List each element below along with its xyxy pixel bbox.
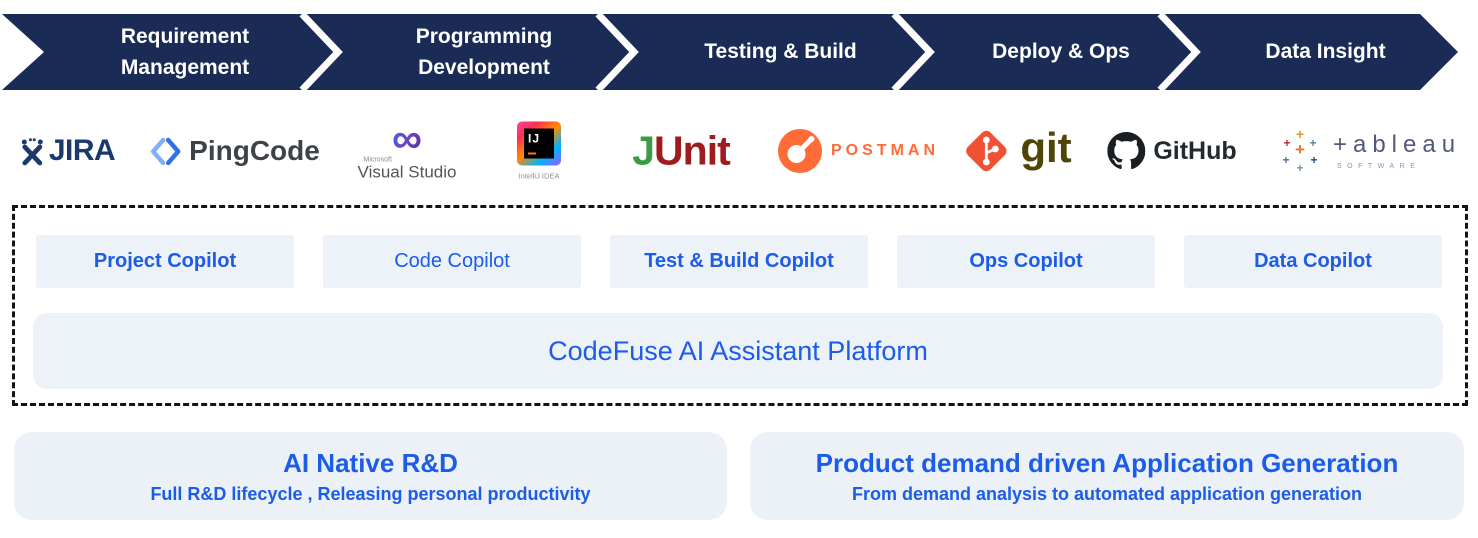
pingcode-wordmark: PingCode [189, 135, 320, 166]
postman-logo: POSTMAN [777, 128, 939, 174]
tableau-wordmark: +ableau [1332, 130, 1462, 158]
chevron-separator-icon [299, 11, 343, 93]
codefuse-platform-bar: CodeFuse AI Assistant Platform [33, 313, 1443, 389]
jira-wordmark: JIRA [48, 134, 116, 167]
pipeline-arrow-shape [2, 14, 1458, 90]
git-logo: git [960, 124, 1072, 177]
tableau-icon: + + + + + + + [1282, 126, 1317, 175]
github-wordmark: GitHub [1153, 136, 1237, 165]
jira-icon [21, 137, 43, 165]
intellij-mark: IJ [528, 131, 541, 146]
pipeline-stage-data-insight: Data Insight [1265, 40, 1386, 64]
intellij-idea-logo: IJ IntelliJ IDEA [517, 121, 561, 181]
chevron-separator-icon [595, 11, 639, 93]
pingcode-icon [150, 137, 181, 165]
benefit-title: Product demand driven Application Genera… [815, 447, 1399, 478]
svg-text:+: + [1309, 136, 1316, 150]
tableau-logo: + + + + + + + +ableau SOFTWARE [1277, 126, 1461, 176]
junit-wordmark-unit: Unit [654, 127, 731, 174]
junit-logo: JUnit [632, 127, 731, 175]
pipeline-stage-programming-development: Programming Development [415, 24, 553, 80]
benefit-app-generation: Product demand driven Application Genera… [750, 432, 1464, 520]
pingcode-logo: PingCode [150, 135, 320, 167]
code-copilot-chip: Code Copilot [323, 235, 581, 288]
project-copilot-chip: Project Copilot [36, 235, 294, 288]
chevron-separator-icon [891, 11, 935, 93]
pipeline-stage-testing-build: Testing & Build [704, 40, 857, 64]
codefuse-dashed-frame [12, 205, 1468, 406]
ops-copilot-chip: Ops Copilot [897, 235, 1155, 288]
benefit-subtitle: From demand analysis to automated applic… [851, 483, 1363, 504]
pipeline-stage-deploy-ops: Deploy & Ops [992, 40, 1130, 64]
test-build-copilot-chip: Test & Build Copilot [610, 235, 868, 288]
microsoft-label: Microsoft [363, 155, 392, 163]
pipeline-arrow-banner [2, 11, 1458, 93]
intellij-caption: IntelliJ IDEA [518, 171, 560, 181]
pipeline-stage-requirement-management: Requirement Management [120, 24, 250, 80]
data-copilot-chip: Data Copilot [1184, 235, 1442, 288]
chevron-separator-icon [1157, 11, 1201, 93]
git-icon [966, 130, 1007, 172]
git-wordmark: git [1020, 124, 1072, 171]
github-octocat-icon [1107, 132, 1146, 170]
svg-text:+: + [1282, 153, 1289, 167]
junit-wordmark-j: J [632, 127, 655, 174]
postman-icon [778, 129, 822, 173]
benefit-subtitle: Full R&D lifecycle , Releasing personal … [150, 483, 591, 504]
jira-logo: JIRA [19, 134, 116, 168]
benefit-title: AI Native R&D [283, 447, 458, 478]
visual-studio-wordmark: Visual Studio [357, 161, 457, 181]
svg-text:+: + [1310, 153, 1317, 167]
visual-studio-logo: ∞ Microsoft Visual Studio [357, 114, 457, 181]
visual-studio-infinity-icon: ∞ [392, 114, 422, 162]
tableau-software-caption: SOFTWARE [1336, 162, 1421, 170]
github-logo: GitHub [1107, 132, 1237, 170]
intellij-icon: IJ [517, 121, 561, 166]
svg-text:+: + [1283, 136, 1290, 150]
benefit-ai-native-rd: AI Native R&D Full R&D lifecycle , Relea… [14, 432, 727, 520]
svg-text:+: + [1295, 140, 1305, 159]
postman-wordmark: POSTMAN [831, 142, 939, 159]
svg-text:+: + [1296, 126, 1304, 142]
svg-text:+: + [1296, 161, 1303, 175]
